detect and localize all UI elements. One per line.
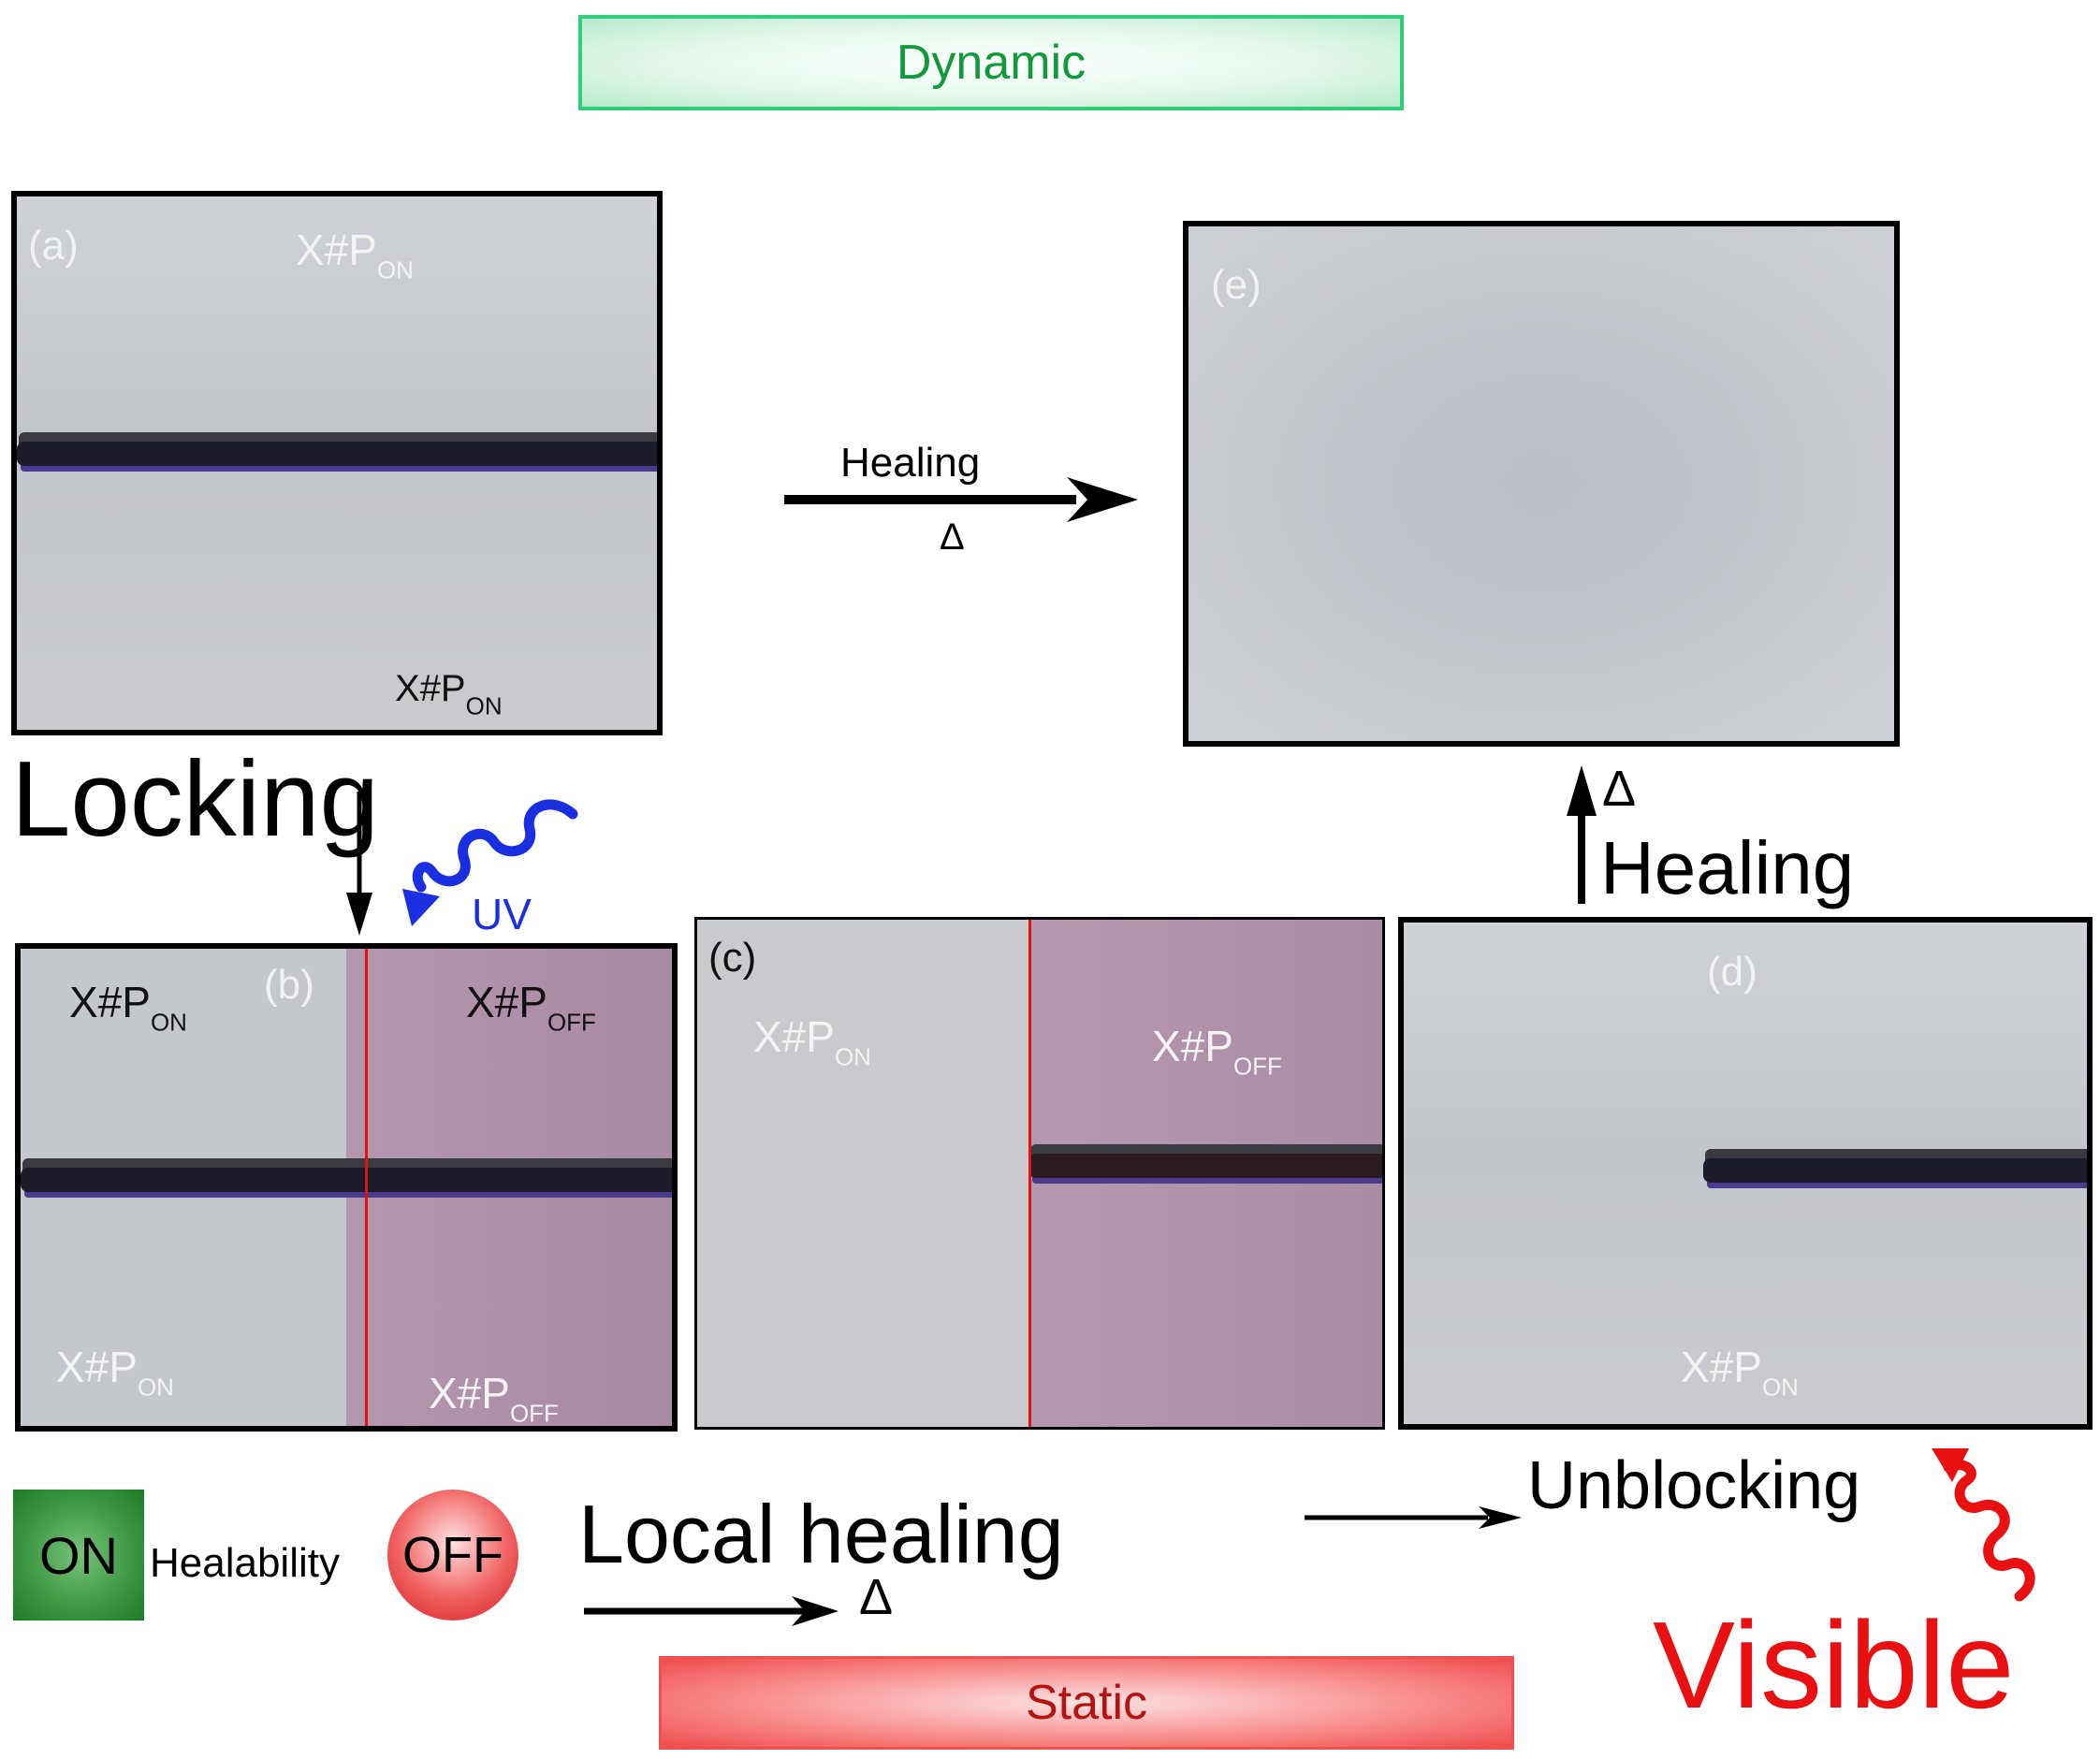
uv-label: UV <box>472 890 532 938</box>
panel-c-crack <box>1028 1154 1382 1178</box>
healing-right-delta: Δ <box>1602 761 1637 817</box>
legend-on-square: ON <box>13 1490 144 1621</box>
static-banner: Static <box>659 1656 1514 1750</box>
dynamic-banner-label: Dynamic <box>896 36 1086 90</box>
unblocking-arrow <box>1305 1506 1522 1529</box>
panel-c-left-text: X#PON <box>753 1012 871 1071</box>
panel-c-label: (c) <box>708 935 757 981</box>
static-banner-label: Static <box>1025 1676 1148 1730</box>
panel-b-crack <box>21 1168 672 1192</box>
healing-top-label: Healing <box>840 440 981 486</box>
panel-a: (a) X#PON X#PON <box>11 191 663 735</box>
local-healing-arrow <box>584 1596 839 1626</box>
panel-d-label: (d) <box>1707 949 1757 995</box>
healing-right-label: Healing <box>1600 826 1855 909</box>
panel-a-label: (a) <box>28 223 79 269</box>
panel-b: X#PON (b) X#POFF X#PON X#POFF <box>15 943 678 1432</box>
unblocking-label: Unblocking <box>1527 1448 1861 1523</box>
panel-a-crack <box>17 442 657 466</box>
legend-off-circle: OFF <box>387 1490 518 1621</box>
legend-on-label: ON <box>39 1525 118 1585</box>
panel-b-label: (b) <box>264 962 314 1008</box>
dynamic-banner: Dynamic <box>578 15 1404 110</box>
panel-a-bottom-text: X#PON <box>395 668 503 720</box>
panel-e-label: (e) <box>1211 262 1261 308</box>
legend-healability-label: Healability <box>150 1540 340 1586</box>
healing-up-arrow <box>1567 765 1597 904</box>
panel-d: (d) X#PON <box>1398 917 2093 1430</box>
visible-label: Visible <box>1653 1596 2015 1734</box>
panel-e: (e) <box>1183 221 1900 747</box>
panel-c: (c) X#PON X#POFF <box>694 917 1385 1430</box>
panel-d-crack <box>1703 1158 2087 1183</box>
panel-a-top-text: X#PON <box>296 225 414 284</box>
legend-off-label: OFF <box>402 1527 503 1583</box>
panel-b-left-bottom-text: X#PON <box>56 1343 174 1402</box>
panel-d-bottom-text: X#PON <box>1681 1343 1799 1402</box>
panel-c-divider <box>1028 920 1031 1427</box>
healing-top-delta: Δ <box>940 516 965 558</box>
panel-b-left-top-text: X#PON <box>69 978 187 1037</box>
panel-c-right-text: X#POFF <box>1152 1022 1282 1081</box>
locking-down-arrow <box>346 792 372 936</box>
panel-b-divider <box>365 949 368 1426</box>
panel-b-right-top-text: X#POFF <box>466 978 596 1037</box>
locking-label: Locking <box>11 740 379 859</box>
local-healing-delta: Δ <box>859 1569 894 1625</box>
panel-b-right-bottom-text: X#POFF <box>429 1369 559 1428</box>
uv-wavy-arrow <box>402 799 578 926</box>
healing-top-arrow <box>784 477 1138 522</box>
local-healing-label: Local healing <box>578 1488 1064 1580</box>
visible-wavy-arrow <box>1932 1448 2035 1602</box>
